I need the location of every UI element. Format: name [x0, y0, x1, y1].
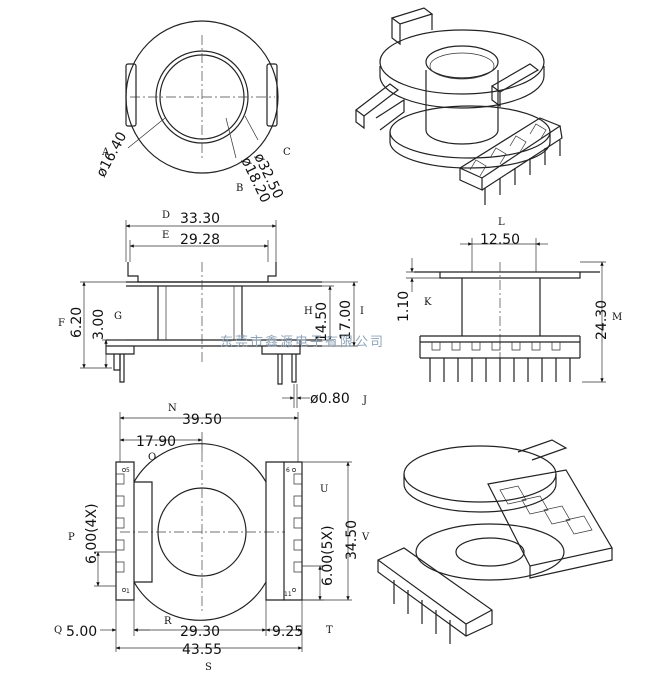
dim-g: 3.00 [91, 309, 107, 340]
letter-s: S [205, 662, 212, 673]
dim-d: 33.30 [180, 211, 220, 227]
dim-v: 34.50 [344, 520, 360, 560]
letter-e: E [162, 230, 169, 241]
letter-d: D [162, 210, 170, 221]
pin-label-5: 5 [126, 467, 130, 474]
letter-c: C [283, 147, 291, 158]
letter-v: V [361, 532, 370, 543]
dim-h: 14.50 [314, 302, 330, 342]
flange-tab-left [125, 63, 137, 127]
isometric-view-bottom [377, 439, 613, 644]
dim-i: 17.00 [338, 300, 354, 340]
letter-p: P [68, 532, 75, 543]
flange-tab-right [266, 63, 278, 127]
front-view: 33.30 D 29.28 E 6.20 F 3.00 G 14.50 H 17… [58, 210, 367, 408]
dim-a: ø16.40 [93, 129, 130, 179]
pin-label-6: 6 [286, 467, 290, 474]
dim-t: 9.25 [272, 624, 303, 640]
pin-label-11: 11 [284, 591, 292, 598]
pin-label-1: 1 [126, 588, 130, 595]
letter-i: I [360, 306, 364, 317]
letter-f: F [58, 318, 65, 329]
dim-p: 6.00(4X) [84, 503, 100, 564]
letter-t: T [326, 625, 333, 636]
dim-m: 24.30 [594, 300, 610, 340]
letter-k: K [424, 297, 432, 308]
dim-e: 29.28 [180, 232, 220, 248]
dim-s: 43.55 [182, 642, 222, 658]
letter-r: R [164, 616, 172, 627]
letter-u: U [320, 484, 328, 495]
dim-n: 39.50 [182, 412, 222, 428]
isometric-view-top [355, 7, 563, 205]
dim-f: 6.20 [69, 307, 85, 338]
letter-q: Q [54, 625, 62, 636]
letter-o: O [148, 452, 156, 463]
letter-h: H [304, 306, 313, 317]
letter-m: M [612, 312, 622, 323]
letter-b: B [236, 183, 243, 194]
dim-q: 5.00 [66, 624, 97, 640]
bottom-view: 5 1 6 11 39.50 N 17.90 O 6.00(4X) P 6.00… [54, 403, 370, 673]
dim-l: 12.50 [480, 232, 520, 248]
dim-o: 17.90 [136, 434, 176, 450]
dim-r: 29.30 [180, 624, 220, 640]
letter-a: A [101, 147, 110, 158]
letter-g: G [114, 311, 122, 322]
top-view: ø16.40 A ø32.50 C ø18.20 B [93, 20, 291, 205]
letter-l: L [498, 217, 505, 228]
watermark: 东莞市鑫源电子有限公司 [220, 334, 385, 350]
dim-u: 6.00(5X) [320, 525, 336, 586]
letter-n: N [168, 403, 177, 414]
dim-j: ø0.80 [310, 391, 350, 407]
side-view: 12.50 L 1.10 K 24.30 M [396, 217, 622, 383]
dim-k: 1.10 [396, 291, 412, 322]
letter-j: J [362, 395, 367, 406]
